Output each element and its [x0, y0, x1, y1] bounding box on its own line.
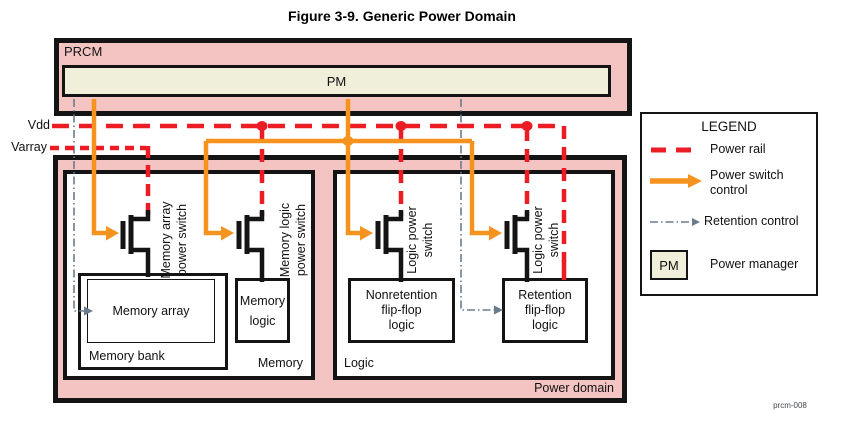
retention-flipflop-label: Retention flip-flop logic [518, 288, 572, 332]
power-domain-label: Power domain [534, 381, 614, 395]
power-rail-sample-icon [651, 147, 701, 153]
memory-bank-label: Memory bank [89, 349, 165, 363]
nonretention-flipflop-block: Nonretention flip-flop logic [348, 278, 455, 343]
legend-power-rail-label: Power rail [710, 142, 766, 156]
legend-pm-symbol: PM [650, 250, 688, 280]
memory-array-power-switch-label: Memory array power switch [159, 201, 189, 279]
nonretention-flipflop-label: Nonretention flip-flop logic [365, 288, 438, 332]
legend-power-switch-control-label: Power switch control [710, 168, 784, 197]
legend-power-manager-label: Power manager [710, 257, 799, 271]
switch-control-junction-dot [342, 136, 354, 146]
retention-control-sample-icon [650, 218, 700, 226]
varray-rail-label: Varray [11, 140, 47, 154]
prcm-block: PRCM PM [54, 38, 632, 116]
memory-array-block: Memory array [87, 279, 215, 343]
figure-id: prcm-008 [773, 401, 807, 410]
legend-pm-symbol-label: PM [659, 257, 679, 273]
pm-block: PM [62, 65, 611, 97]
logic-power-switch-label-1: Logic power switch [405, 206, 435, 274]
figure-title: Figure 3-9. Generic Power Domain [288, 8, 516, 24]
legend-retention-control-label: Retention control [704, 214, 799, 228]
memory-logic-label: Memory logic [239, 293, 286, 328]
legend-box: LEGEND Power rail Power switch control R… [640, 112, 818, 296]
pm-label: PM [326, 73, 347, 89]
prcm-label: PRCM [64, 44, 103, 59]
vdd-junction-dot-1 [256, 121, 268, 131]
logic-label: Logic [344, 356, 374, 370]
retention-flipflop-block: Retention flip-flop logic [502, 278, 588, 343]
logic-block: Logic [333, 170, 615, 380]
logic-power-switch-label-2: Logic power switch [531, 206, 561, 274]
vdd-junction-dot-3 [521, 121, 533, 131]
legend-title: LEGEND [701, 119, 757, 134]
vdd-junction-dot-2 [395, 121, 407, 131]
power-switch-control-sample-icon [650, 174, 702, 188]
memory-label: Memory [257, 356, 303, 370]
memory-array-label: Memory array [112, 303, 190, 318]
vdd-rail-label: Vdd [27, 118, 50, 132]
memory-logic-power-switch-label: Memory logic power switch [278, 202, 308, 278]
